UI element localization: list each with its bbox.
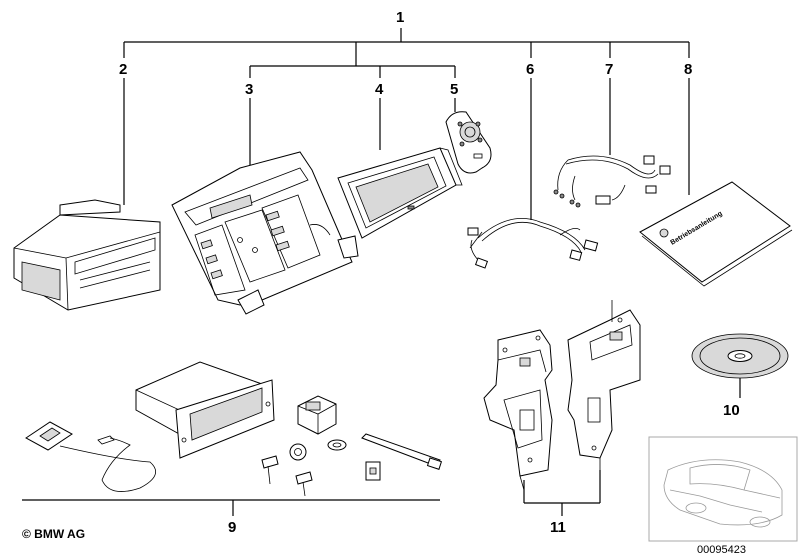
callout-10: 10 [723,402,740,419]
leader-tree-1 [123,28,690,220]
callout-7: 7 [605,61,613,78]
remote-control [445,111,492,174]
part-number-label: 00095423 [697,544,746,556]
car-thumbnail [648,436,798,542]
wiring-harness-7 [553,155,671,208]
nav-computer-unit [13,199,161,311]
callout-8: 8 [684,61,692,78]
callout-4: 4 [375,81,384,98]
leader-11 [523,470,601,516]
mounting-brackets [483,300,641,491]
navigation-cd [691,333,789,398]
callout-6: 6 [526,61,534,78]
callout-11: 11 [550,519,566,536]
installation-kit [25,361,443,497]
callout-3: 3 [245,81,253,98]
callout-5: 5 [450,81,458,98]
owners-manual: Betriebsanleitung [639,181,793,287]
monitor-mounting-frame [171,151,359,315]
copyright-label: © BMW AG [22,527,85,541]
callout-9: 9 [228,519,236,536]
callout-1: 1 [396,9,404,26]
callout-2: 2 [119,61,127,78]
onboard-monitor [337,147,463,239]
wiring-harness-6 [467,218,599,269]
